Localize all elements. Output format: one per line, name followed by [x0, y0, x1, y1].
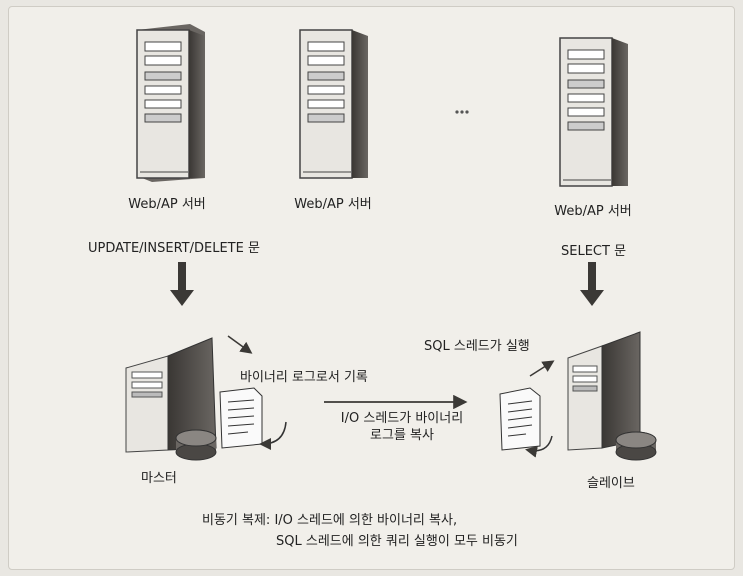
web-ap-server-1-icon [136, 24, 205, 182]
sql-thread-label: SQL 스레드가 실행 [424, 339, 530, 354]
relaylog-document-icon [499, 387, 553, 458]
server-3-label: Web/AP 서버 [554, 204, 632, 219]
down-arrow-right [580, 262, 604, 306]
write-statements-label: UPDATE/INSERT/DELETE 문 [88, 241, 260, 256]
web-ap-server-2-icon [299, 29, 368, 179]
binlog-pointer-arrow [227, 335, 253, 354]
select-statement-label: SELECT 문 [561, 244, 627, 259]
io-thread-label-line1: I/O 스레드가 바이너리 [340, 411, 464, 426]
caption-line-2: SQL 스레드에 의한 쿼리 실행이 모두 비동기 [276, 534, 518, 549]
caption-line-1: 비동기 복제: I/O 스레드에 의한 바이너리 복사, [202, 513, 458, 528]
server-2-label: Web/AP 서버 [294, 197, 372, 212]
master-database-icon [175, 429, 217, 461]
slave-database-icon [615, 431, 657, 461]
master-label: 마스터 [141, 471, 177, 486]
binlog-record-label: 바이너리 로그로서 기록 [240, 370, 368, 385]
io-thread-label-line2: 로그를 복사 [370, 428, 434, 443]
slave-server-icon [567, 331, 641, 451]
ellipsis-dots [455, 110, 469, 114]
io-thread-label: I/O 스레드가 바이너리 로그를 복사 [322, 410, 482, 444]
down-arrow-left [170, 262, 194, 306]
slave-label: 슬레이브 [587, 476, 635, 491]
binlog-document-icon [219, 387, 287, 450]
web-ap-server-3-icon [559, 37, 628, 187]
sql-pointer-arrow [529, 360, 555, 377]
server-1-label: Web/AP 서버 [128, 197, 206, 212]
